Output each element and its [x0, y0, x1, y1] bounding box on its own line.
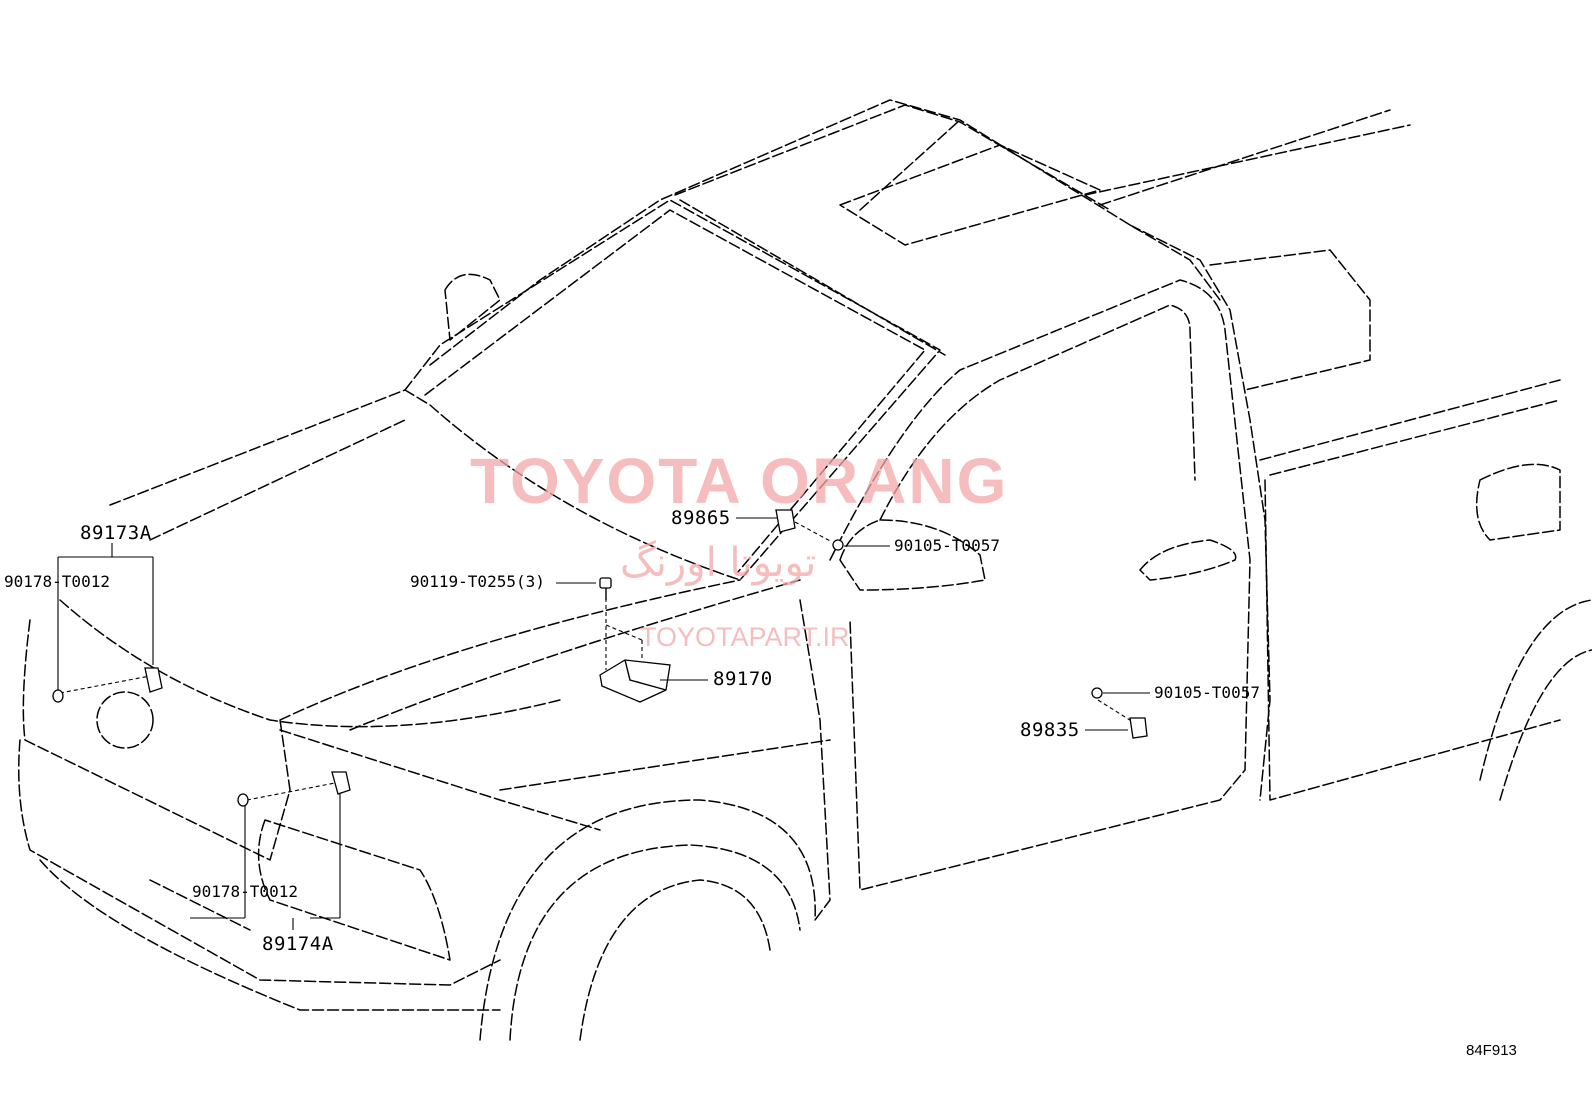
sensor-89865-part [775, 509, 796, 533]
wheel-arch [479, 799, 816, 1041]
bolt-lower-part [1091, 687, 1103, 699]
headlamp [22, 619, 291, 861]
rear-wheel [1479, 599, 1592, 781]
ecu-bolt-part [599, 577, 612, 589]
roof-outline [429, 99, 1221, 366]
fog-lamp [257, 819, 451, 961]
hood-front [59, 599, 561, 728]
label-89170: 89170 [713, 668, 773, 690]
label-89173a: 89173A [80, 522, 152, 544]
bed-side [1264, 479, 1561, 801]
windshield-inner [424, 209, 926, 573]
sensor-89835-part [1129, 717, 1148, 739]
label-89865: 89865 [671, 507, 731, 529]
roof-rack [839, 144, 1101, 246]
bed-top [1209, 249, 1371, 391]
roof-rail [859, 119, 961, 211]
emblem [96, 691, 154, 749]
roof-rear-line-2 [1099, 109, 1391, 206]
sensor-89173a-part [144, 667, 163, 693]
a-pillar [799, 599, 831, 921]
watermark-title: TOYOTA ORANG [470, 445, 1009, 517]
dash-clip-upper [59, 675, 151, 694]
label-90105-upper: 90105-T0057 [894, 536, 1000, 555]
roof-rear-line [1084, 124, 1411, 196]
sensor-89174a-part [331, 771, 351, 795]
door-outline [829, 279, 1251, 891]
label-90178-lower: 90178-T0012 [192, 882, 298, 901]
clip-lower-part [237, 793, 249, 807]
dash-89835 [1097, 699, 1134, 723]
windshield [404, 199, 941, 581]
rear-wheel-inner [1499, 649, 1592, 801]
hood-line [149, 419, 406, 541]
roof-panel [674, 104, 1111, 211]
door-window [879, 304, 1196, 521]
label-89174a: 89174A [262, 933, 334, 955]
label-90119-bolt: 90119-T0255(3) [410, 572, 545, 591]
dash-89865 [794, 521, 833, 543]
hood-edge [109, 389, 406, 506]
bolt-upper-part [832, 539, 844, 551]
bed-rail [1259, 379, 1561, 461]
label-90105-lower: 90105-T0057 [1154, 683, 1260, 702]
mirror [444, 273, 501, 341]
label-90178-upper: 90178-T0012 [4, 572, 110, 591]
bumper-lower [39, 859, 501, 1011]
roof-inner [679, 199, 946, 356]
body-side [499, 739, 831, 791]
dash-clip-lower [246, 782, 336, 801]
clip-upper-part [52, 689, 64, 703]
hood-crease-2 [349, 579, 801, 731]
front-wheel [509, 844, 801, 1041]
grille [18, 739, 501, 986]
fender-line [279, 729, 601, 831]
bumper-inner [149, 879, 251, 931]
door-handle [1139, 539, 1237, 581]
diagram-code: 84F913 [1466, 1042, 1517, 1059]
cab-rear [1129, 224, 1271, 801]
label-89835: 89835 [1020, 719, 1080, 741]
front-wheel-inner [579, 879, 771, 1041]
side-mirror-door [839, 519, 986, 591]
bed-rail-2 [1269, 399, 1561, 476]
hood-crease [279, 579, 741, 721]
watermark-url: TOYOTAPART.IR [640, 622, 850, 652]
watermark-persian: تویوتا اورنگ [620, 540, 817, 586]
tail-lamp [1475, 463, 1561, 541]
